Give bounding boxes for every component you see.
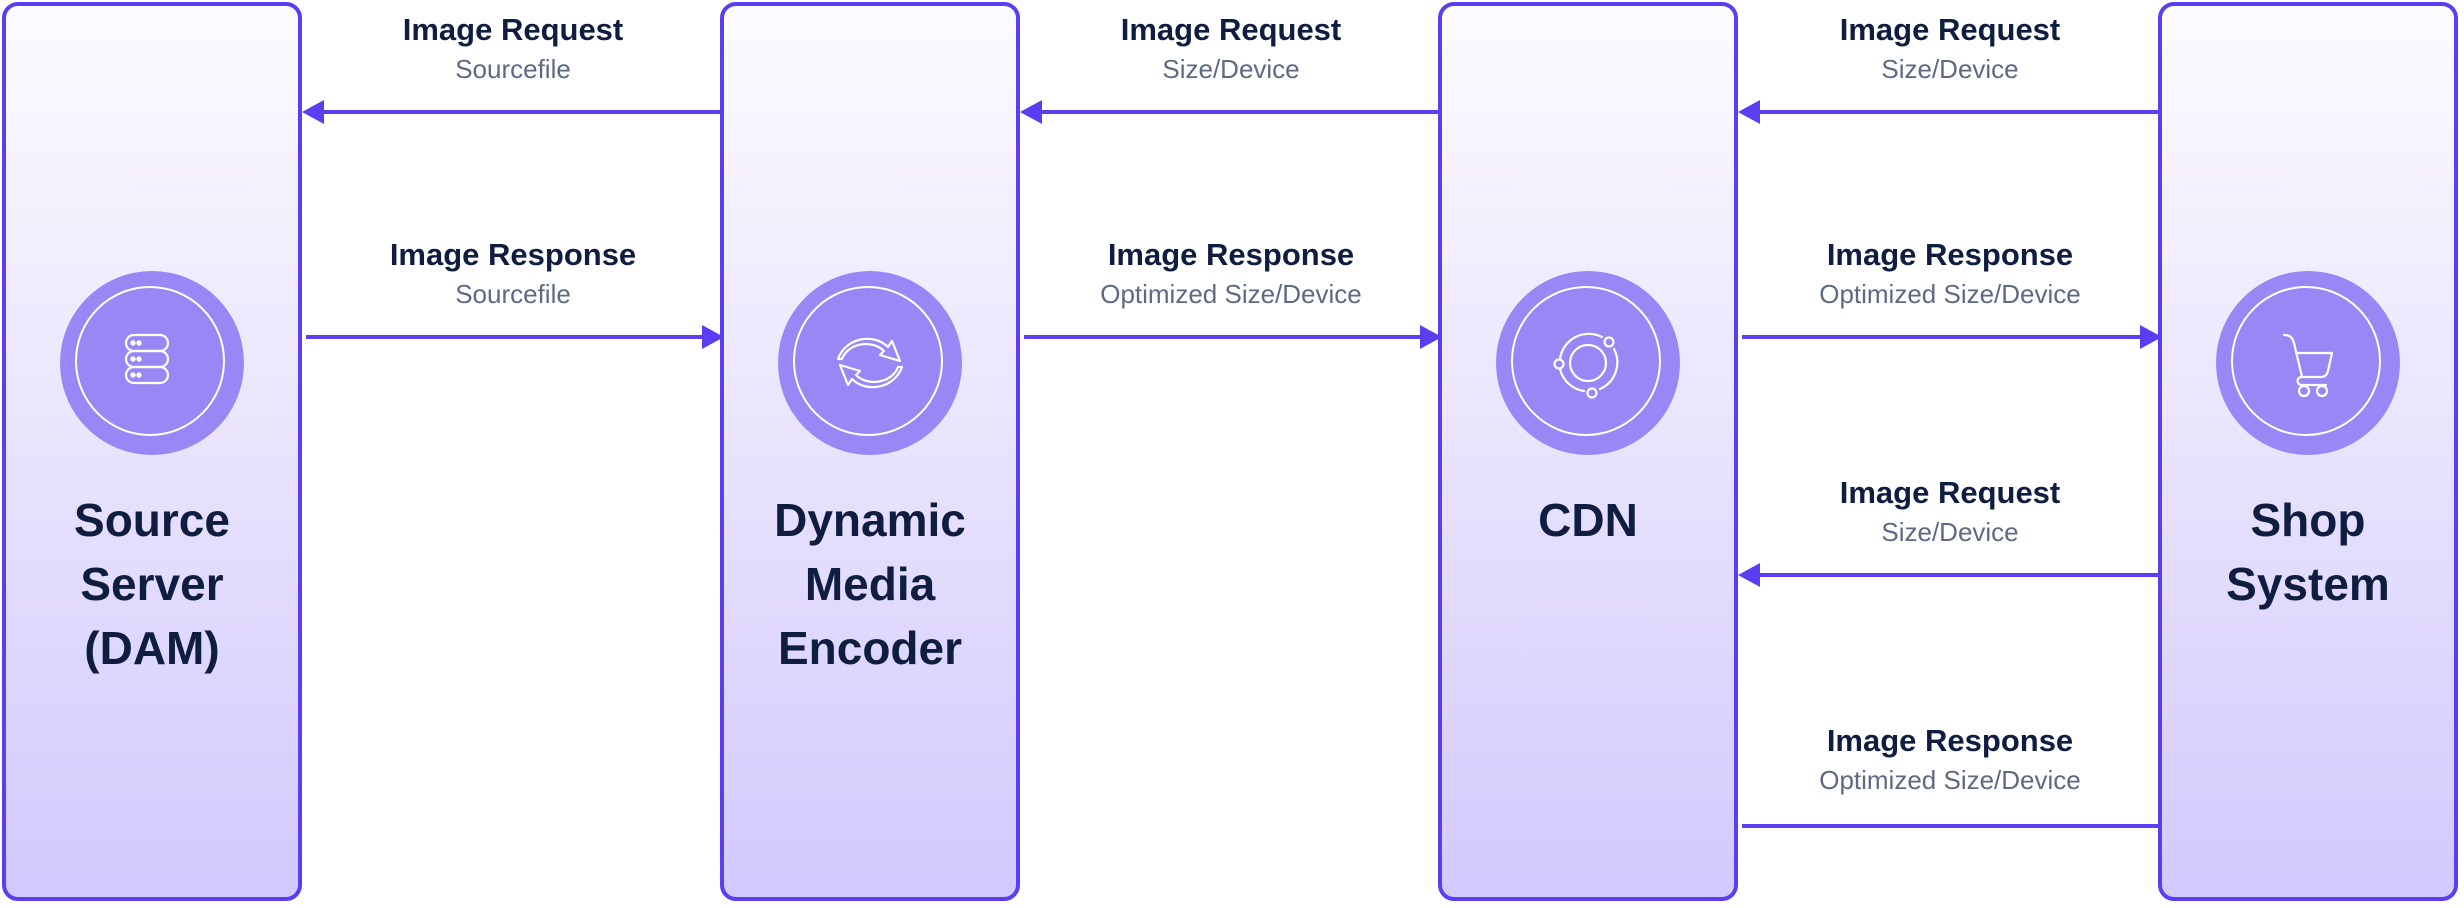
flow-detail: Optimized Size/Device [1100,279,1362,309]
orbit-network-icon [1553,332,1619,399]
server-stack-icon [124,333,170,385]
node-badge [2216,271,2400,455]
arrow-head-left-icon [302,100,324,124]
flow-label: Image Response [389,237,637,272]
flow-label: Image Request [402,12,624,47]
connector-line [1742,824,2158,828]
flow-request-size-device-2: Image Request Size/Device [1738,462,2158,592]
flow-label: Image Response [1826,723,2074,758]
arrow-line [1024,335,1424,339]
flow-label: Image Request [1839,12,2061,47]
node-title: Source Server (DAM) [74,494,230,674]
flow-response-sourcefile: Image Response Sourcefile [306,230,724,360]
flow-request-size-device: Image Request Size/Device [1020,0,1438,130]
badge-ring [793,286,943,436]
node-title: Dynamic Media Encoder [774,494,966,674]
node-badge [778,271,962,455]
arrow-head-right-icon [2140,325,2162,349]
flow-request-size-device: Image Request Size/Device [1738,0,2158,130]
arrow-line [1756,573,2158,577]
flow-detail: Size/Device [1162,54,1300,84]
flow-detail: Size/Device [1881,54,2019,84]
flow-request-sourcefile: Image Request Sourcefile [302,0,720,130]
node-badge [60,271,244,455]
flow-response-optimized: Image Response Optimized Size/Device [1024,230,1442,360]
arrow-line [1756,110,2158,114]
arrow-head-left-icon [1738,100,1760,124]
flow-label: Image Response [1826,237,2074,272]
arrow-line [320,110,720,114]
flow-detail: Sourcefile [455,54,571,84]
flow-detail: Size/Device [1881,517,2019,547]
flow-response-optimized-2: Image Response Optimized Size/Device [1742,714,2158,844]
flow-response-optimized: Image Response Optimized Size/Device [1742,230,2162,360]
arrow-head-left-icon [1020,100,1042,124]
flow-detail: Sourcefile [455,279,571,309]
flow-detail: Optimized Size/Device [1819,765,2081,795]
arrow-line [306,335,706,339]
flow-label: Image Response [1107,237,1355,272]
node-source-server: Source Server (DAM) [2,2,302,901]
shopping-cart-icon [2282,333,2334,398]
badge-ring [2231,286,2381,436]
badge-ring [1511,286,1661,436]
flow-label: Image Request [1120,12,1342,47]
node-shop-system: Shop System [2158,2,2458,901]
node-title: CDN [1538,494,1638,546]
arrow-line [1038,110,1438,114]
arrow-line [1742,335,2144,339]
node-cdn: CDN [1438,2,1738,901]
refresh-arrows-icon [836,337,904,389]
flow-label: Image Request [1839,475,2061,510]
badge-ring [75,286,225,436]
node-badge [1496,271,1680,455]
arrow-head-right-icon [702,325,724,349]
node-dynamic-media-encoder: Dynamic Media Encoder [720,2,1020,901]
arrow-head-right-icon [1420,325,1442,349]
arrow-head-left-icon [1738,563,1760,587]
node-title: Shop System [2226,494,2390,610]
flow-detail: Optimized Size/Device [1819,279,2081,309]
